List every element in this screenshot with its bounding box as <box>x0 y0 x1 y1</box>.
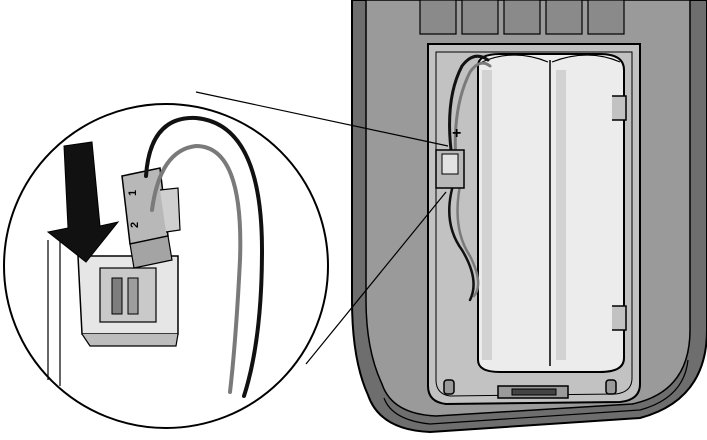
magnified-socket-pin-right <box>127 277 139 315</box>
battery-body <box>477 53 625 373</box>
callout-line-bottom <box>305 191 447 365</box>
battery-shade-right <box>556 70 566 360</box>
callout-lines <box>195 91 449 365</box>
handset-connector <box>435 149 465 189</box>
handset-wire-loop <box>448 174 475 302</box>
magnified-plug-tab <box>159 187 181 233</box>
battery-pack <box>477 53 625 373</box>
top-ridges <box>419 0 625 35</box>
magnifier-callout: 1 2 <box>3 103 329 429</box>
compartment-clip-right <box>612 95 627 121</box>
magnified-wires <box>144 115 265 398</box>
compartment-inner-edge <box>435 51 633 397</box>
handset-bottom-rim <box>383 359 689 425</box>
foot-hole-right <box>605 379 617 395</box>
connector-label-1: 1 <box>127 190 139 196</box>
arrow-down-icon <box>46 141 120 263</box>
magnified-plug-lower <box>129 235 173 269</box>
handset-wire-loop-grey <box>456 174 480 298</box>
magnified-socket <box>77 255 179 347</box>
handset-wire-grey <box>453 61 492 164</box>
foot-hole-left <box>443 379 455 395</box>
battery-shade-left <box>482 70 492 360</box>
magnified-handset-edge <box>47 232 61 386</box>
connector-label-2: 2 <box>129 222 141 228</box>
compartment-clip-right-2 <box>612 305 627 331</box>
magnified-wire-black <box>144 115 265 398</box>
battery-top-cap-2 <box>551 54 621 63</box>
compartment-latch <box>497 385 569 399</box>
magnified-wire-grey <box>150 143 243 394</box>
magnified-socket-base <box>81 333 179 347</box>
handset-wires <box>448 54 492 302</box>
handset-connector-plug <box>441 153 459 175</box>
handset-wire-black <box>448 54 490 160</box>
magnified-socket-pin-left <box>111 277 123 315</box>
polarity-symbol: + <box>452 125 461 142</box>
callout-line-top <box>195 91 449 147</box>
